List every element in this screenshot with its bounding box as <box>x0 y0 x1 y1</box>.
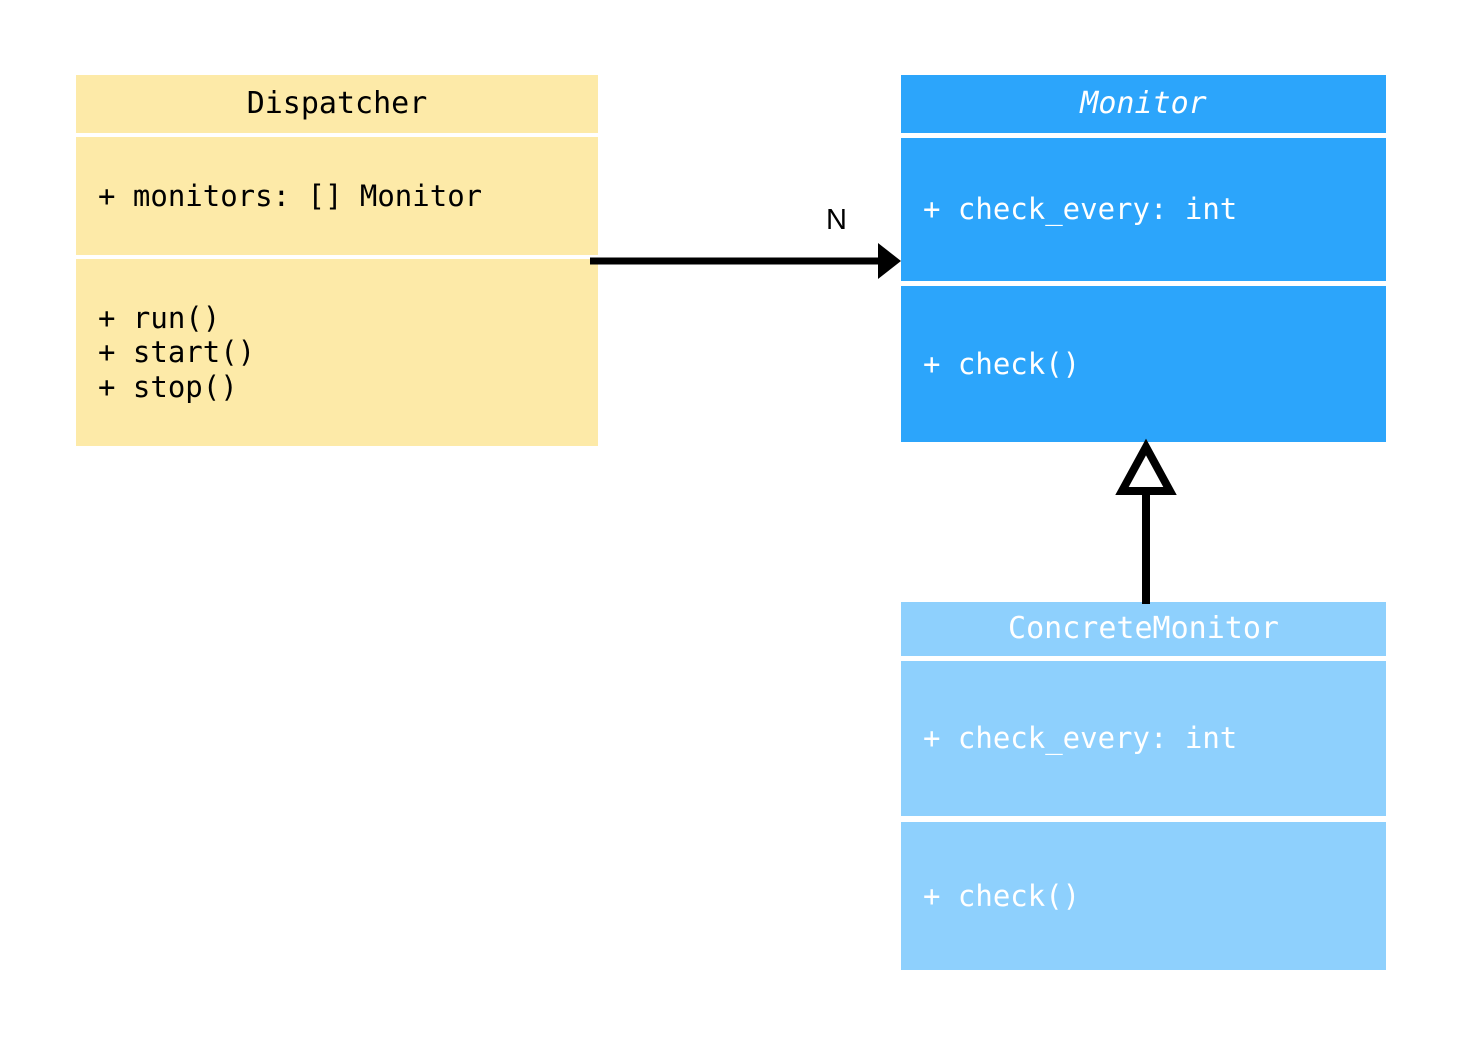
class-box-concrete-monitor[interactable]: ConcreteMonitor + check_every: int + che… <box>901 602 1386 970</box>
hollow-triangle-arrowhead-icon <box>1115 438 1177 495</box>
class-attributes-compartment: + check_every: int <box>901 138 1386 281</box>
operation-row: + start() <box>98 335 256 370</box>
attribute-row: + check_every: int <box>923 721 1238 756</box>
operation-row: + check() <box>923 346 1081 381</box>
class-attributes-compartment: + monitors: [] Monitor <box>76 137 598 255</box>
class-name-monitor: Monitor <box>1080 85 1207 121</box>
class-title-compartment: Dispatcher <box>76 75 598 133</box>
generalization-connector-concretemonitor-monitor <box>1115 438 1177 604</box>
class-operations-compartment: + check() <box>901 286 1386 442</box>
operation-row: + check() <box>923 878 1081 913</box>
filled-arrowhead-icon <box>878 243 901 279</box>
class-operations-compartment: + run() + start() + stop() <box>76 259 598 446</box>
class-box-monitor[interactable]: Monitor + check_every: int + check() <box>901 75 1386 442</box>
class-title-compartment: Monitor <box>901 75 1386 133</box>
association-connector-dispatcher-monitor <box>590 243 901 279</box>
class-name-concrete-monitor: ConcreteMonitor <box>1008 610 1279 646</box>
attribute-row: + monitors: [] Monitor <box>98 178 483 213</box>
attribute-row: + check_every: int <box>923 192 1238 227</box>
class-operations-compartment: + check() <box>901 822 1386 970</box>
operation-row: + run() <box>98 301 221 336</box>
class-name-dispatcher: Dispatcher <box>246 85 428 121</box>
association-multiplicity-label: N <box>826 204 847 236</box>
operation-row: + stop() <box>98 369 238 404</box>
class-attributes-compartment: + check_every: int <box>901 661 1386 816</box>
class-box-dispatcher[interactable]: Dispatcher + monitors: [] Monitor + run(… <box>76 75 598 446</box>
class-title-compartment: ConcreteMonitor <box>901 602 1386 656</box>
